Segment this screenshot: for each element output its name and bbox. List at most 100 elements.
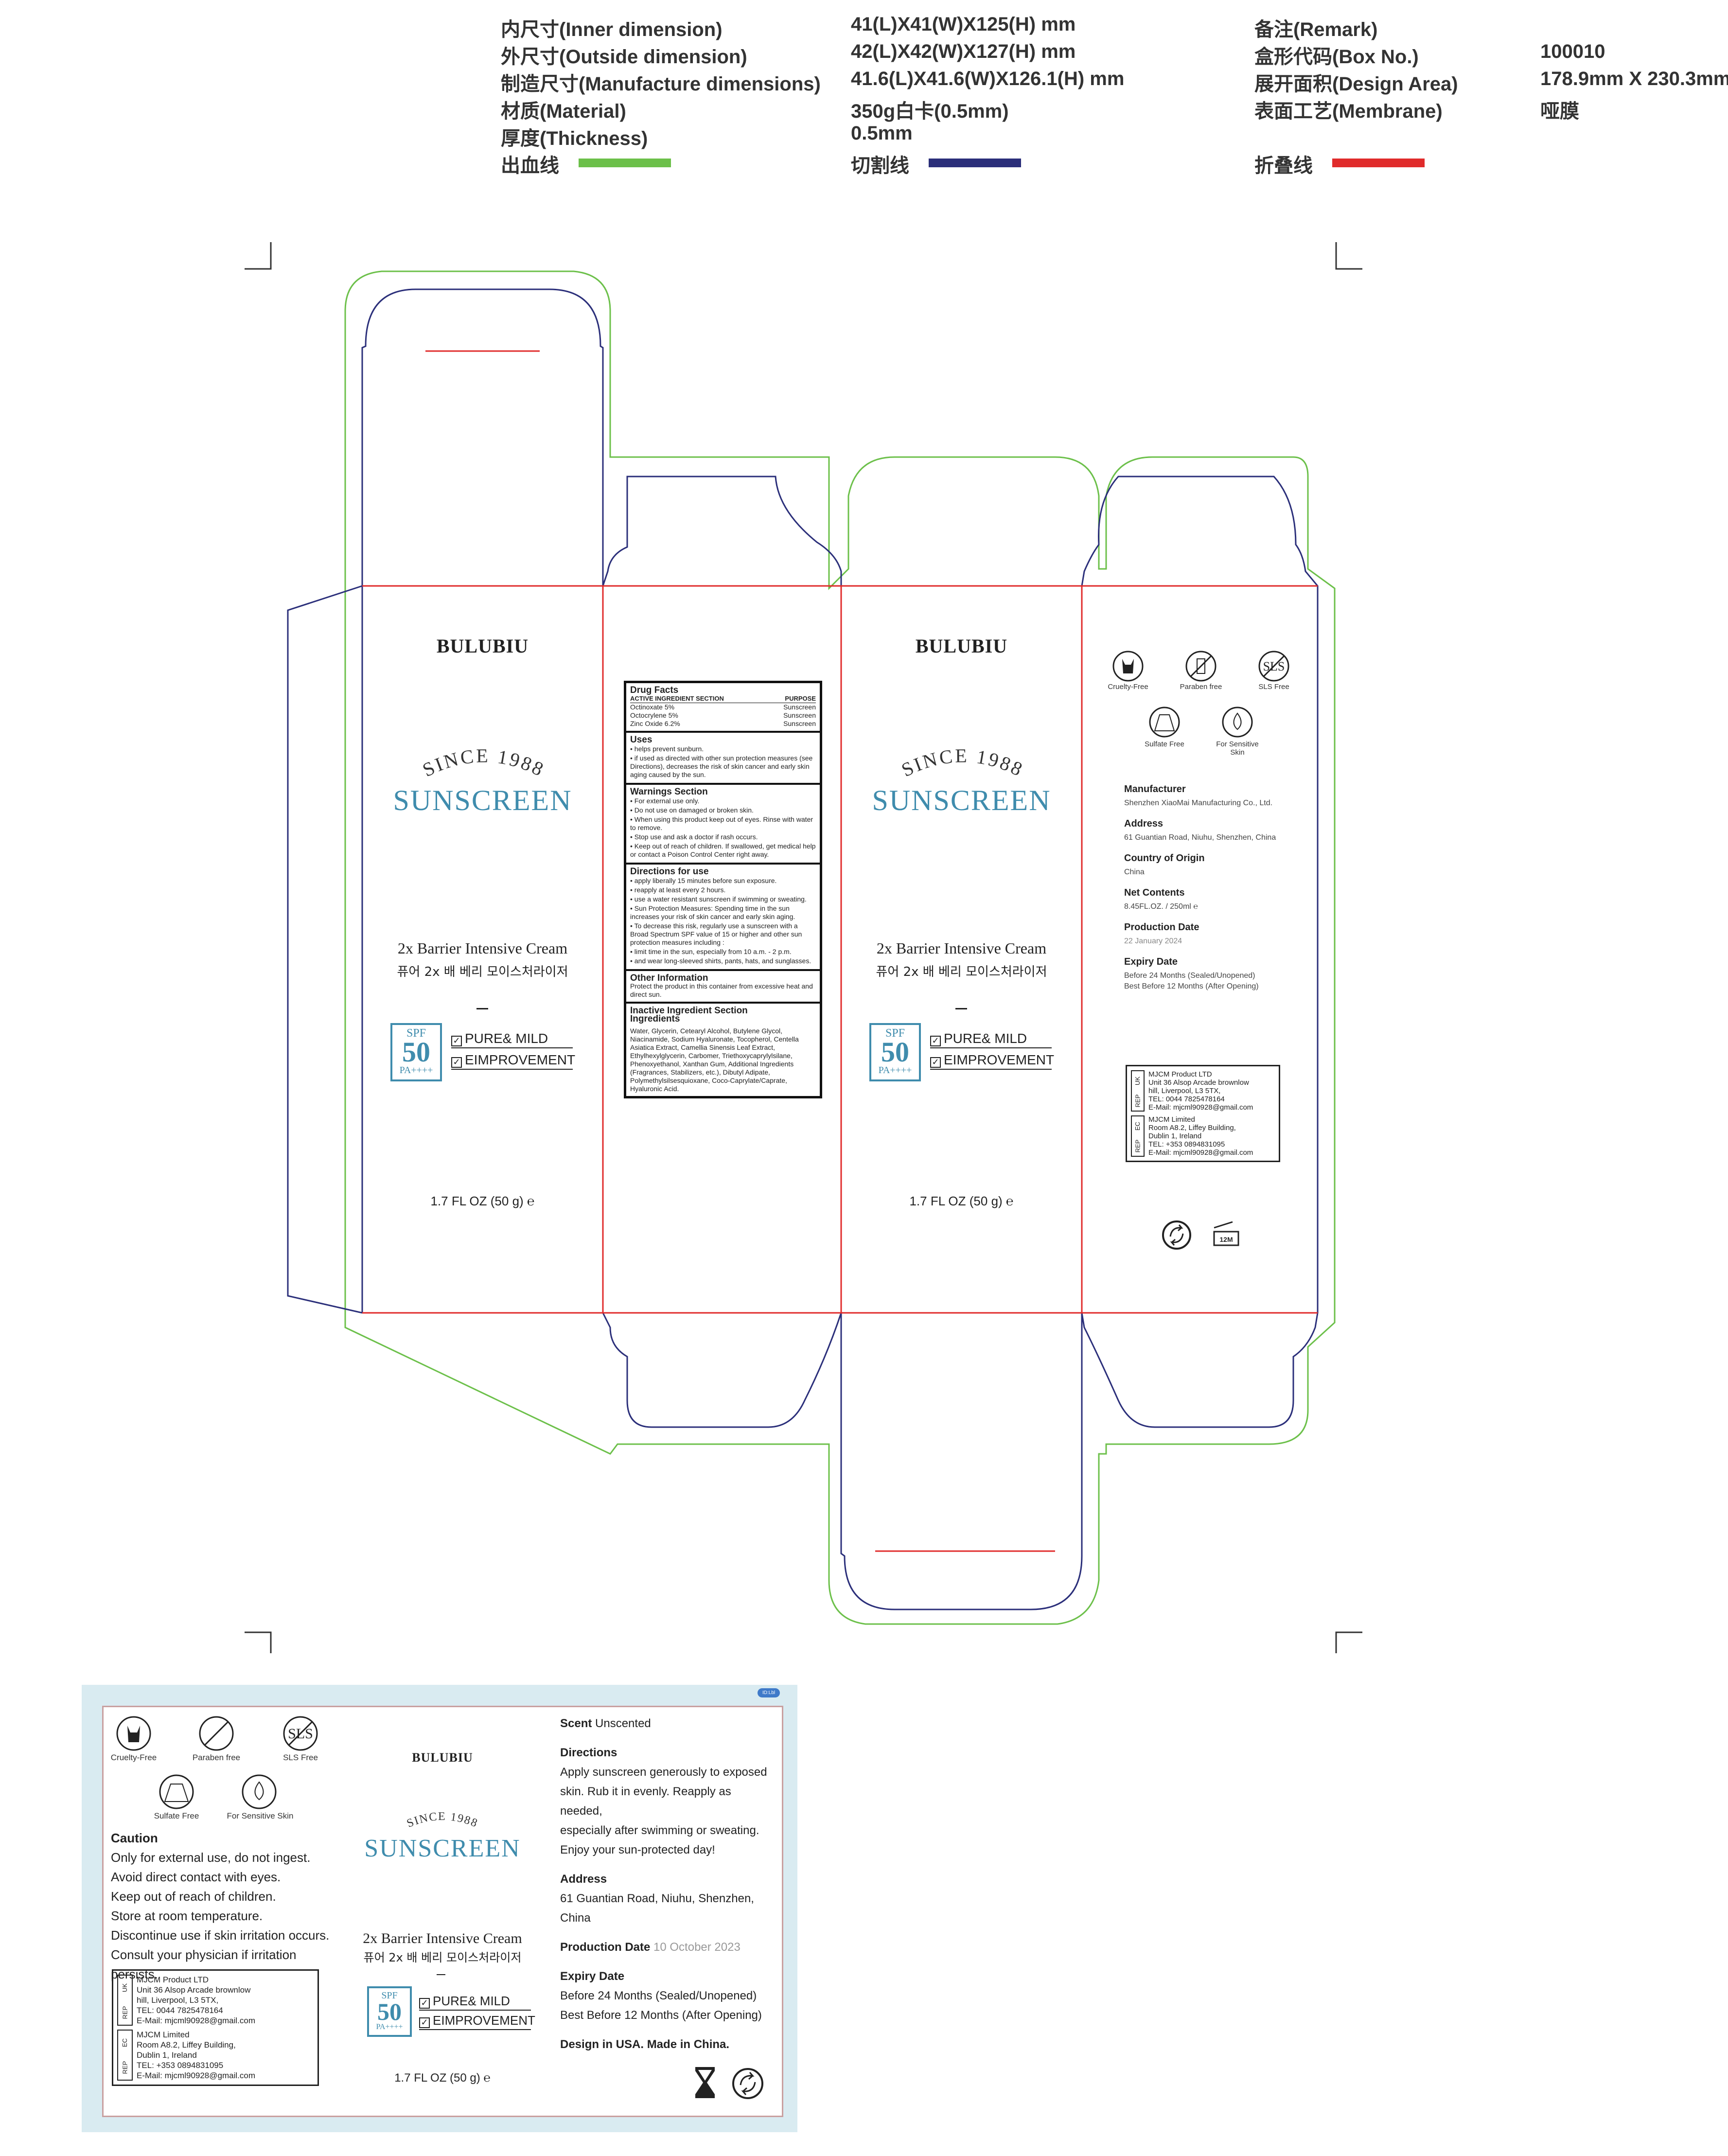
check-icon: ✓ — [451, 1036, 462, 1046]
recycle-icon — [732, 2068, 763, 2099]
claim-pure-mild: ✓PURE& MILD — [930, 1031, 1052, 1048]
icon-caption-2: SLS Free — [1258, 683, 1289, 691]
ec-rep-line: Dublin 1, Ireland — [137, 2050, 197, 2060]
label-product-name-korean: 퓨어 2x 배 베리 모이스처라이저 — [363, 1951, 522, 1964]
check-icon: ✓ — [419, 1998, 430, 2009]
label-brand-name: BULUBIU — [412, 1750, 473, 1765]
spec-box-no-value: 100010 — [1540, 41, 1605, 62]
warnings-item: • Keep out of reach of children. If swal… — [630, 842, 816, 858]
spec-membrane-label: 表面工艺(Membrane) — [1254, 101, 1443, 122]
spec-remark-label: 备注(Remark) — [1254, 19, 1378, 40]
label-icon-caption-1: Paraben free — [192, 1753, 241, 1762]
manufacturer-value: Shenzhen XiaoMai Manufacturing Co., Ltd. — [1124, 799, 1273, 807]
scent-label: Scent — [560, 1717, 592, 1730]
caution-line: Only for external use, do not ingest. — [111, 1850, 311, 1865]
spec-membrane-value: 哑膜 — [1540, 101, 1579, 122]
icon-caption-4: For Sensitive Skin — [1216, 740, 1259, 757]
directions-label: Directions — [560, 1746, 617, 1759]
icon-caption-1: Paraben free — [1180, 683, 1222, 691]
recycle-pao-icons: 12M — [1162, 1220, 1239, 1250]
expiry-line-1: Before 24 Months (Sealed/Unopened) — [560, 1989, 757, 2002]
claim-improvement: ✓EIMPROVEMENT — [930, 1052, 1054, 1070]
ec-rep-line: E-Mail: mjcml90928@gmail.com — [1148, 1149, 1253, 1157]
label-product-title: SUNSCREEN — [364, 1835, 521, 1862]
label-icon-caption-2: SLS Free — [283, 1753, 318, 1762]
label-divider-dash — [437, 1974, 445, 1975]
net-contents-label: Net Contents — [1124, 887, 1185, 898]
spf-badge: SPF 50 PA++++ — [390, 1023, 442, 1081]
check-icon: ✓ — [451, 1057, 462, 1068]
ec-rep-line: E-Mail: mjcml90928@gmail.com — [137, 2071, 255, 2080]
expiry-line-2: Best Before 12 Months (After Opening) — [560, 2009, 762, 2022]
caution-line: Keep out of reach of children. — [111, 1889, 276, 1904]
inactive-title: Inactive Ingredient Section — [630, 1006, 748, 1016]
label-icon-caption-4: For Sensitive Skin — [227, 1811, 294, 1820]
production-date-label: Production Date — [560, 1941, 651, 1954]
ec-rep-line: Room A8.2, Liffey Building, — [137, 2040, 236, 2050]
directions-item: • use a water resistant sunscreen if swi… — [630, 895, 807, 903]
purpose-header: PURPOSE — [785, 695, 816, 702]
cruelty-free-icon — [116, 1716, 151, 1751]
design-origin: Design in USA. Made in China. — [560, 2038, 730, 2051]
icon-caption-0: Cruelty-Free — [1108, 683, 1148, 691]
ec-rep-line: TEL: +353 0894831095 — [1148, 1140, 1225, 1149]
spec-manufacture-value: 41.6(L)X41.6(W)X126.1(H) mm — [851, 68, 1125, 89]
active-ingredient-row: Zinc Oxide 6.2%Sunscreen — [630, 720, 816, 727]
directions-line: Enjoy your sun-protected day! — [560, 1843, 715, 1856]
uses-item: • if used as directed with other sun pro… — [630, 754, 813, 778]
spec-design-area-value: 178.9mm X 230.3mm — [1540, 68, 1728, 89]
crop-marks — [245, 242, 1362, 1653]
spf-label: SPF — [406, 1027, 426, 1040]
svg-text:SINCE 1988: SINCE 1988 — [419, 744, 548, 781]
spec-fold-label: 折叠线 — [1254, 155, 1313, 177]
sulfate-free-icon — [159, 1774, 194, 1809]
spf-number: 50 — [881, 1036, 909, 1068]
directions-line: skin. Rub it in evenly. Reapply as neede… — [560, 1785, 731, 1818]
production-date-value: 22 January 2024 — [1124, 937, 1182, 945]
spec-material-value: 350g白卡(0.5mm) — [851, 101, 1009, 122]
since-arc: SINCE 1988 — [898, 744, 1025, 781]
warnings-item: • Do not use on damaged or broken skin. — [630, 806, 754, 814]
uses-item: • helps prevent sunburn. — [630, 745, 704, 753]
label-since-arc: SINCE 1988 — [405, 1810, 479, 1830]
label-spf-badge: SPF 50 PA++++ — [367, 1986, 412, 2037]
hourglass-icon — [695, 2067, 715, 2098]
ec-rep-line: MJCM Limited — [1148, 1115, 1195, 1124]
label-claim-pure-mild: ✓PURE& MILD — [419, 1994, 531, 2011]
uk-rep-line: Unit 36 Alsop Arcade brownlow — [1148, 1078, 1249, 1087]
label-disposal-icons — [695, 2067, 763, 2099]
product-name-korean: 퓨어 2x 배 베리 모이스처라이저 — [397, 965, 568, 979]
uk-rep-line: MJCM Product LTD — [1148, 1070, 1212, 1078]
label-claim-improvement: ✓EIMPROVEMENT — [419, 2013, 535, 2030]
uk-rep-line: E-Mail: mjcml90928@gmail.com — [137, 2016, 255, 2025]
fold-lines — [362, 350, 1318, 1552]
divider-dash — [955, 1008, 967, 1009]
spec-material-label: 材质(Material) — [501, 101, 626, 122]
label-product-name: 2x Barrier Intensive Cream — [363, 1930, 522, 1946]
uk-rep-line: TEL: 0044 7825478164 — [1148, 1095, 1225, 1103]
net-contents-value: 8.45FL.OZ. / 250ml ℮ — [1124, 902, 1198, 911]
uk-rep-line: MJCM Product LTD — [137, 1975, 209, 1984]
label-sheet — [102, 1706, 783, 2117]
other-info-title: Other Information — [630, 973, 708, 983]
label-net-contents: 1.7 FL OZ (50 g) ℮ — [394, 2071, 491, 2085]
svg-text:12M: 12M — [1219, 1236, 1233, 1243]
directions-item: • To decrease this risk, regularly use a… — [630, 922, 802, 946]
spf-badge: SPF 50 PA++++ — [869, 1023, 921, 1081]
since-text: SINCE 1988 — [419, 744, 547, 781]
svg-text:SLS: SLS — [288, 1726, 313, 1742]
icon-caption-3: Sulfate Free — [1145, 740, 1184, 748]
sulfate-free-icon — [1149, 707, 1180, 738]
uk-rep-line: hill, Liverpool, L3 5TX, — [137, 1996, 219, 2005]
production-date-label: Production Date — [1124, 922, 1199, 933]
manufacturer-label: Manufacturer — [1124, 784, 1186, 795]
label-tag[interactable]: ID:Lbl — [758, 1688, 780, 1697]
address-label: Address — [560, 1873, 607, 1886]
warnings-item: • Stop use and ask a doctor if rash occu… — [630, 833, 758, 841]
check-icon: ✓ — [419, 2017, 430, 2028]
bleed-outline — [344, 270, 1336, 1625]
divider-dash — [476, 1008, 488, 1009]
